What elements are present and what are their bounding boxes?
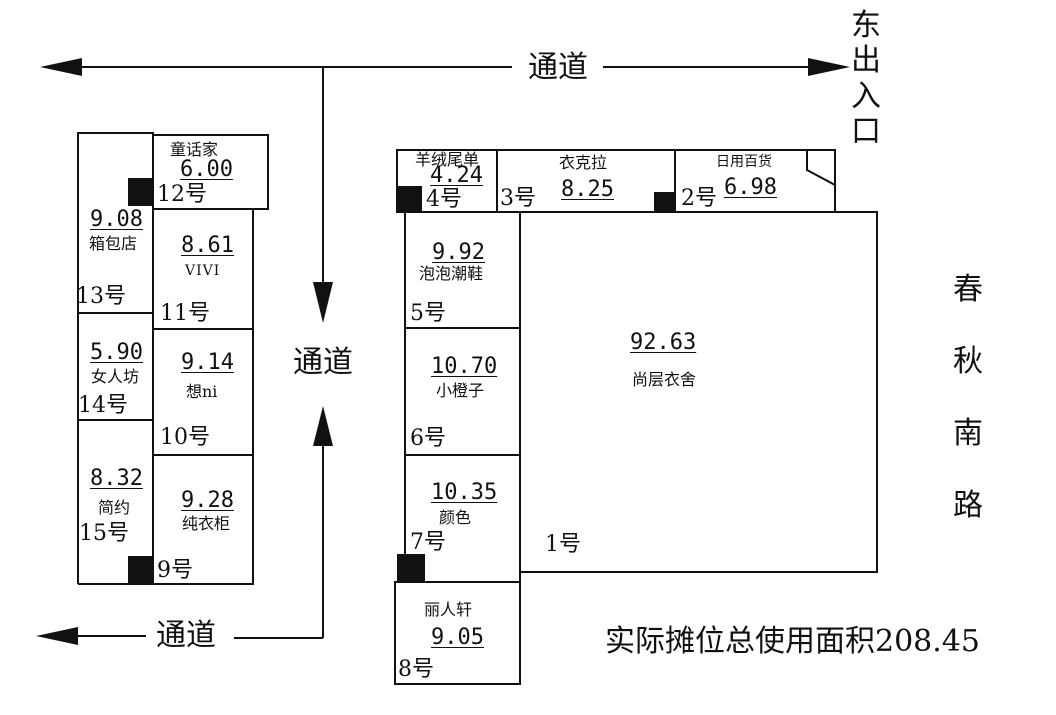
post-12-icon — [128, 178, 153, 206]
post-4-icon — [397, 186, 422, 212]
stall-7-name: 颜色 — [439, 508, 472, 527]
stall-10-name: 想ni — [186, 382, 218, 401]
east-entrance-label: 东出入口 — [851, 8, 881, 150]
stall-13-area: 9.08 — [90, 207, 143, 232]
road-name-label: 春秋南路 — [953, 272, 983, 523]
stall-14-number: 14号 — [78, 393, 128, 418]
post-7-icon — [397, 554, 425, 582]
stall-5-name: 泡泡潮鞋 — [419, 264, 484, 283]
stall-4-number: 4号 — [426, 187, 462, 212]
arrow-up-icon — [313, 406, 333, 446]
stall-3-number: 3号 — [500, 186, 536, 211]
stall-6-number: 6号 — [410, 426, 446, 451]
stall-3-area: 8.25 — [561, 177, 614, 202]
stall-12-area: 6.00 — [180, 157, 233, 182]
arrow-east-top-icon — [808, 58, 850, 76]
arrow-west-top-icon — [40, 58, 82, 76]
corridor-label-middle: 通道 — [293, 345, 353, 380]
stall-13-number: 13号 — [76, 284, 126, 309]
stall-9-number: 9号 — [157, 558, 193, 583]
stall-9-area: 9.28 — [181, 488, 234, 513]
stall-14-area: 5.90 — [90, 340, 143, 365]
stall-12-number: 12号 — [157, 182, 207, 207]
stall-5-area: 9.92 — [432, 240, 485, 265]
stall-8-name: 丽人轩 — [424, 600, 473, 619]
stall-8-area: 9.05 — [431, 625, 484, 650]
post-9-icon — [128, 556, 153, 584]
stall-15-name: 简约 — [98, 498, 131, 517]
stall-1-name: 尚层衣舍 — [632, 370, 697, 389]
total-area-label: 实际摊位总使用面积208.45 — [605, 624, 980, 659]
stall-11-number: 11号 — [160, 301, 210, 326]
stall-9-name: 纯衣柜 — [182, 514, 231, 533]
stall-4-name: 羊绒尾单 — [415, 150, 480, 169]
arrow-west-bottom-icon — [36, 627, 78, 645]
stall-5-number: 5号 — [410, 301, 446, 326]
stall-7-area: 10.35 — [431, 480, 498, 505]
arrow-down-icon — [313, 282, 333, 323]
stall-6-area: 10.70 — [431, 354, 498, 379]
stall-7-number: 7号 — [410, 530, 446, 555]
stall-11-name: VIVI — [185, 263, 221, 279]
left-column-outline — [152, 208, 254, 585]
stall-2-notch — [806, 149, 836, 212]
stall-3-name: 衣克拉 — [559, 153, 608, 172]
stall-1-number: 1号 — [545, 532, 581, 557]
stall-8-number: 8号 — [398, 657, 434, 682]
stall-10-number: 10号 — [160, 425, 210, 450]
stall-6-name: 小橙子 — [436, 381, 485, 400]
stall-2-number: 2号 — [681, 186, 717, 211]
stall-15-area: 8.32 — [90, 466, 143, 491]
stall-8-outline — [394, 581, 521, 685]
stall-11-area: 8.61 — [181, 233, 234, 258]
corridor-label-top: 通道 — [528, 50, 588, 85]
stall-4-area: 4.24 — [430, 163, 483, 188]
stall-13-name: 箱包店 — [89, 234, 138, 253]
stall-12-name: 童话家 — [170, 140, 219, 159]
stall-2-name: 日用百货 — [716, 154, 772, 170]
stall-10-area: 9.14 — [181, 350, 234, 375]
corridor-label-bottom: 通道 — [156, 618, 216, 653]
stall-14-name: 女人坊 — [91, 367, 140, 386]
stall-2-area: 6.98 — [724, 175, 777, 200]
stall-1-outline — [519, 211, 878, 573]
post-2-icon — [654, 192, 675, 212]
stall-1-area: 92.63 — [630, 330, 697, 355]
stall-15-number: 15号 — [79, 521, 129, 546]
